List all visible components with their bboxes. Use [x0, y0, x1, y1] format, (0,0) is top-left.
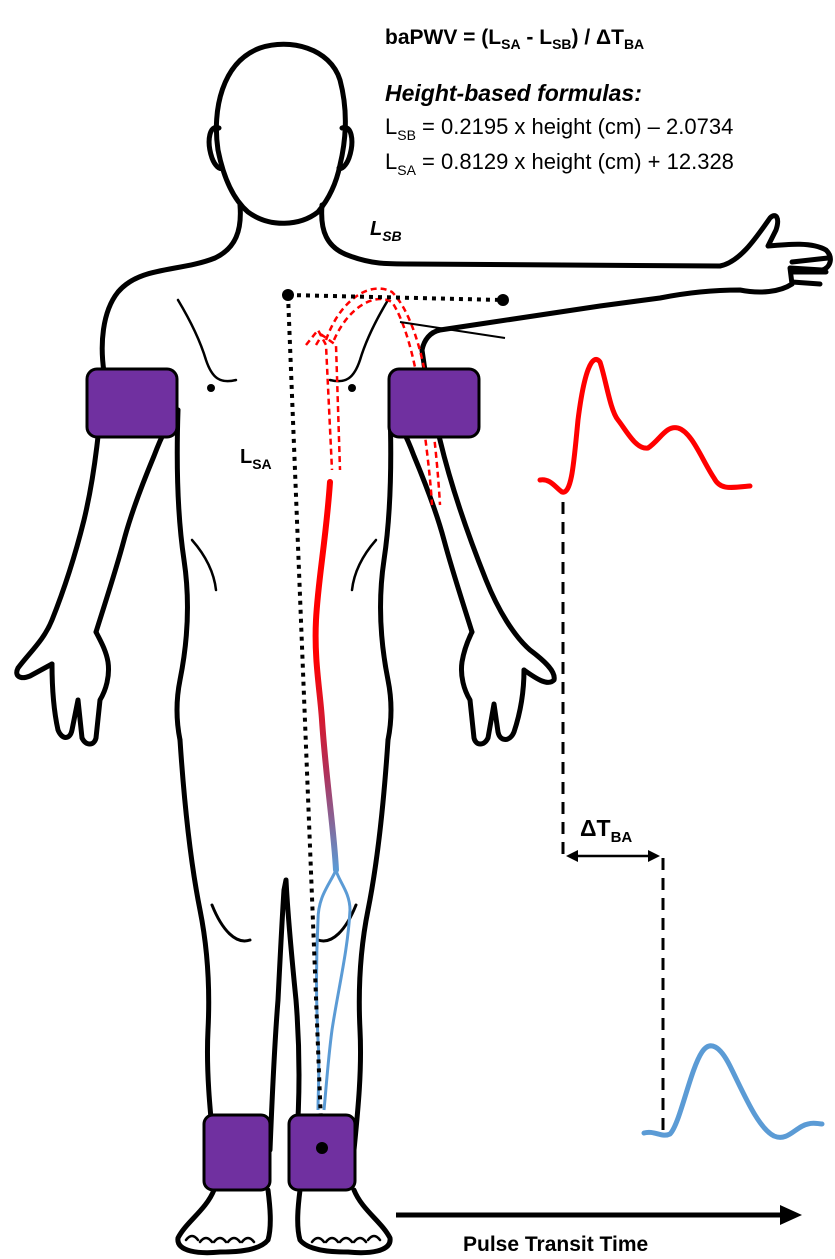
ankle-pulse-waveform [644, 1046, 822, 1137]
bapwv-formula: baPWV = (LSA - LSB) / ΔTBA [385, 26, 644, 52]
right-toes [312, 1236, 380, 1242]
nipple-left [207, 384, 215, 392]
abdomen-right [352, 540, 376, 590]
chest-line-left [178, 300, 236, 381]
torso-left [177, 410, 187, 740]
cuff-upper-right-arm [389, 369, 479, 437]
lsa-label: LSA [240, 446, 272, 472]
right-arm-upper [422, 216, 830, 350]
brachial-point [497, 294, 509, 306]
lsb-label: LSB [370, 218, 402, 244]
left-neck-shoulder [102, 205, 240, 372]
time-markers [563, 502, 663, 1130]
brachial-pulse-waveform [540, 359, 750, 492]
ankle-point-top [316, 1142, 328, 1154]
right-hand [461, 632, 524, 744]
pulse-transit-time-label: Pulse Transit Time [463, 1233, 648, 1256]
torso-right [381, 410, 391, 740]
right-foot [298, 1190, 390, 1253]
left-foot [178, 1190, 270, 1253]
right-arm-inner [390, 410, 472, 632]
left-leg-outer [180, 740, 214, 1150]
head [216, 44, 345, 223]
suprasternal-notch-point [282, 289, 294, 301]
right-hand-fingers [792, 258, 828, 284]
lsb-formula: LSB = 0.2195 x height (cm) – 2.0734 [385, 114, 733, 143]
aorta-femoral-artery [316, 482, 336, 870]
pulse-transit-time-arrow [396, 1205, 802, 1225]
human-body-outline [17, 44, 831, 1252]
tibial-arteries [317, 870, 351, 1110]
left-hand [52, 632, 109, 744]
lsb-dotted-line [288, 295, 503, 300]
right-leg-outer [354, 740, 388, 1150]
aortic-arch-dashed [306, 330, 340, 470]
cuffs [87, 369, 479, 1190]
nipple-right [348, 384, 356, 392]
inner-legs [270, 880, 299, 1150]
lsa-formula: LSA = 0.8129 x height (cm) + 12.328 [385, 149, 734, 178]
cuff-upper-left-arm [87, 369, 177, 437]
chest-line-right [330, 300, 388, 381]
delta-t-label: ΔTBA [580, 815, 632, 846]
left-arm-inner [96, 410, 178, 632]
left-knee [212, 905, 250, 941]
abdomen-left [192, 540, 216, 590]
left-toes [186, 1236, 254, 1242]
height-formulas-heading: Height-based formulas: [385, 80, 642, 106]
cuff-left-ankle [204, 1115, 270, 1190]
delta-t-arrow [566, 850, 660, 862]
